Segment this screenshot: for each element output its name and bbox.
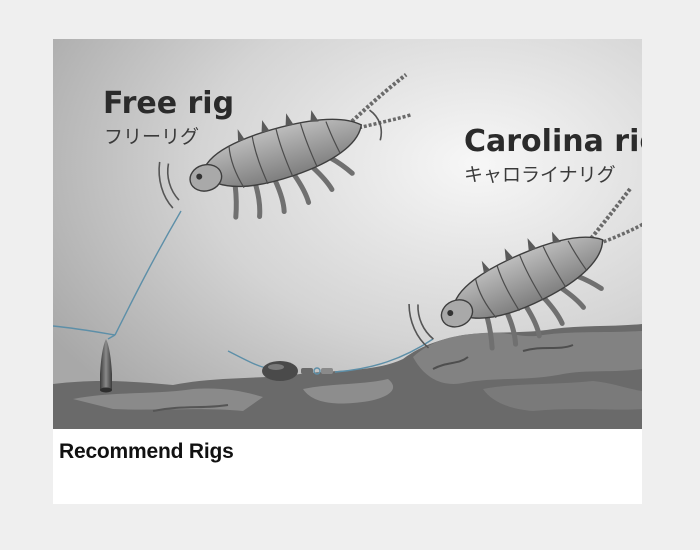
swivel-icon bbox=[262, 361, 333, 381]
carolina-rig-subtitle: キャロライナリグ bbox=[464, 164, 616, 186]
free-rig-subtitle: フリーリグ bbox=[104, 126, 199, 148]
bug-lure-icon bbox=[158, 73, 411, 220]
rig-card: Free rig フリーリグ Carolina rig キャロライナリグ Rec… bbox=[53, 39, 642, 504]
free-rig-title: Free rig bbox=[103, 86, 234, 121]
carolina-rig-title: Carolina rig bbox=[464, 124, 642, 159]
rocky-bottom bbox=[53, 324, 642, 429]
sinker-icon bbox=[100, 339, 112, 393]
caption-title: Recommend Rigs bbox=[59, 440, 234, 463]
bug-lure-icon bbox=[408, 186, 642, 351]
rig-illustration-svg: Free rig フリーリグ Carolina rig キャロライナリグ bbox=[53, 39, 642, 429]
rig-illustration: Free rig フリーリグ Carolina rig キャロライナリグ bbox=[53, 39, 642, 429]
